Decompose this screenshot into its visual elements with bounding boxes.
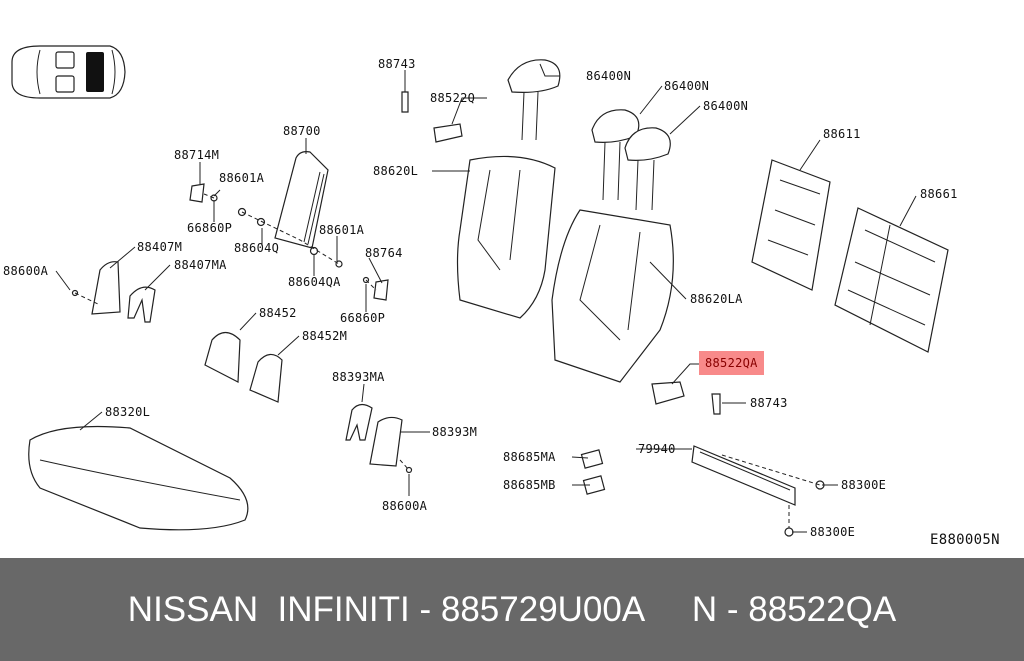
bracket-88714M [189,183,205,203]
finisher-88452 [204,331,241,383]
part-label[interactable]: 88714M [174,148,220,162]
seatback-left-part [456,155,556,319]
part-label[interactable]: 88661 [920,187,958,201]
car-top-view-icon [11,45,126,99]
back-board-88611 [751,159,831,291]
part-label[interactable]: 66860P [340,311,386,325]
knob-88522Q [433,123,463,143]
part-label[interactable]: 88604QA [288,275,341,289]
part-label[interactable]: 88620L [373,164,419,178]
part-label[interactable]: 88407M [137,240,183,254]
part-label[interactable]: 88522Q [430,91,476,105]
part-label[interactable]: 88685MB [503,478,556,492]
part-label[interactable]: 86400N [664,79,710,93]
part-label[interactable]: 86400N [703,99,749,113]
knob-88522QA [651,381,685,405]
clip-88685MB [582,475,606,495]
part-label[interactable]: 88685MA [503,450,556,464]
parts-diagram: 88743 88522Q 86400N 86400N 86400N 88700 … [3,45,1000,548]
part-label[interactable]: 88452 [259,306,297,320]
part-label[interactable]: 88700 [283,124,321,138]
clip-88743-bottom [711,393,721,415]
part-label[interactable]: 88604Q [234,241,280,255]
part-label[interactable]: 88320L [105,405,151,419]
cover-88393M [369,416,403,467]
bracket-88764 [373,279,389,301]
clip-88743-top [401,91,409,113]
part-label[interactable]: 88600A [382,499,428,513]
diagram-code: E880005N [930,532,1000,548]
seatback-right-part [551,209,674,383]
part-label[interactable]: 88743 [378,57,416,71]
highlighted-part-label[interactable]: 88522QA [699,351,764,375]
part-label[interactable]: 88393MA [332,370,385,384]
part-number-banner: NISSAN INFINITI - 885729U00A N - 88522QA [0,558,1024,661]
part-label[interactable]: 88393M [432,425,478,439]
part-label[interactable]: 88300E [841,478,887,492]
part-label[interactable]: 88407MA [174,258,227,272]
armrest-part [274,151,329,249]
part-label[interactable]: 66860P [187,221,233,235]
cover-88393MA [345,403,373,441]
back-board-88661 [834,207,949,353]
part-label[interactable]: 88620LA [690,292,743,306]
diagram-drawing [11,45,949,537]
part-label[interactable]: 88452M [302,329,348,343]
part-label[interactable]: 79940 [638,442,676,456]
side-cover-88407M [91,261,121,315]
side-cover-88407MA [127,286,156,323]
part-label[interactable]: 86400N [586,69,632,83]
clip-88685MA [580,449,604,469]
headrest-part [507,59,671,211]
part-label[interactable]: 88611 [823,127,861,141]
finisher-88452M [249,353,283,403]
part-label[interactable]: 88601A [319,223,365,237]
seat-cushion-part [28,425,249,531]
part-label[interactable]: 88764 [365,246,403,260]
rail-79940 [691,445,796,506]
part-label[interactable]: 88600A [3,264,49,278]
part-label[interactable]: 88743 [750,396,788,410]
part-label[interactable]: 88300E [810,525,856,539]
part-label[interactable]: 88601A [219,171,265,185]
